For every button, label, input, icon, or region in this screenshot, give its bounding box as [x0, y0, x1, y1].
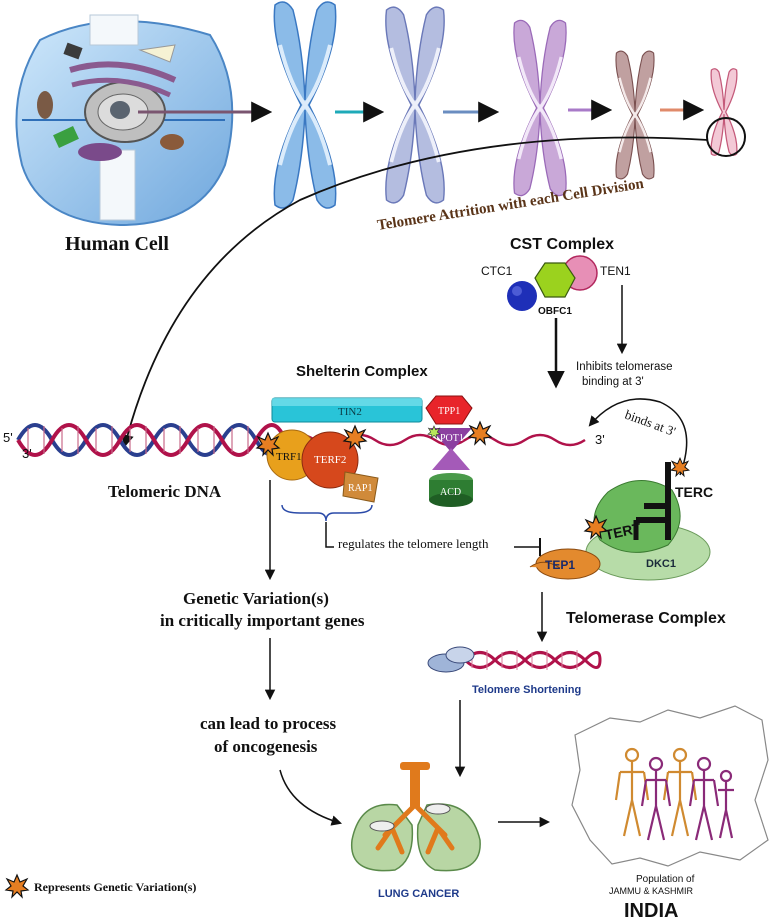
tep1-label: TEP1 — [545, 558, 575, 572]
five-prime-left: 5' — [3, 430, 13, 445]
telomerase-complex-title: Telomerase Complex — [566, 610, 726, 627]
telomeric-dna-helix — [16, 423, 586, 457]
chromosome-5 — [710, 68, 738, 156]
arrow-zoom-to-dna — [121, 136, 709, 448]
variation-star — [583, 514, 609, 540]
variation-star — [342, 424, 368, 450]
shelterin-title: Shelterin Complex — [296, 363, 428, 380]
pot1-label: POT1 — [440, 433, 464, 444]
dkc1-label: DKC1 — [646, 558, 676, 570]
three-prime-right: 3' — [595, 432, 605, 447]
pot1-lower — [432, 448, 470, 470]
tpp1-label: TPP1 — [438, 406, 460, 417]
three-prime-left: 3' — [22, 446, 32, 461]
chromosome-series — [273, 1, 746, 209]
terc-rna — [636, 462, 671, 540]
ctc1-protein — [507, 281, 537, 311]
chromosome-1 — [273, 1, 337, 209]
chromosome-2 — [385, 6, 445, 204]
population-line2: JAMMU & KASHMIR — [609, 886, 694, 896]
inhibits-line2: binding at 3' — [582, 376, 644, 388]
telomeric-dna-label: Telomeric DNA — [108, 482, 222, 501]
rap1-protein — [342, 471, 379, 503]
tpp1-protein — [425, 395, 473, 425]
lung-illustration — [350, 762, 481, 872]
human-cell-label: Human Cell — [65, 233, 169, 255]
oncogenesis-line1: can lead to process — [200, 714, 337, 733]
acd-label: ACD — [440, 487, 461, 498]
tert-label: TERT — [603, 520, 643, 543]
binds-at-3-label: binds at 3' — [623, 407, 678, 439]
legend-star — [4, 873, 30, 899]
tin2-label: TIN2 — [338, 406, 362, 418]
tin2-protein — [271, 397, 423, 423]
genetic-variation-line1: Genetic Variation(s) — [183, 589, 329, 608]
arrow-binds-at-3 — [588, 398, 688, 476]
inhibits-line1: Inhibits telomerase — [576, 361, 673, 373]
ctc1-label: CTC1 — [481, 264, 513, 278]
attrition-label: Telomere Attrition with each Cell Divisi… — [376, 176, 645, 234]
arrow-oncogenesis-to-lung — [279, 769, 343, 826]
acd-protein — [429, 473, 473, 507]
cst-complex — [507, 255, 598, 311]
lung-cancer-label: LUNG CANCER — [378, 888, 459, 900]
obfc1-protein — [534, 262, 576, 298]
oncogenesis-line2: of oncogenesis — [214, 737, 318, 756]
genetic-variation-line2: in critically important genes — [160, 611, 365, 630]
telomere-zoom-circle — [706, 117, 746, 157]
pot1-protein — [430, 428, 472, 452]
rap1-label: RAP1 — [348, 483, 372, 494]
human-cell-illustration — [15, 14, 234, 227]
variation-star-small — [427, 425, 441, 440]
cst-complex-title: CST Complex — [510, 236, 614, 253]
variation-star — [255, 431, 281, 457]
chromosome-3 — [513, 19, 567, 197]
ten1-label: TEN1 — [600, 264, 631, 278]
population-line1: Population of — [636, 874, 695, 885]
terc-label: TERC — [675, 484, 713, 500]
india-label: INDIA — [624, 900, 678, 921]
terf2-protein — [301, 431, 359, 489]
trf1-label: TRF1 — [276, 451, 302, 463]
terf2-label: TERF2 — [314, 454, 346, 466]
variation-star — [670, 456, 690, 478]
variation-star — [467, 420, 493, 446]
telomerase-complex — [529, 462, 711, 581]
legend-label: Represents Genetic Variation(s) — [34, 880, 196, 894]
shelterin-bracket — [281, 504, 373, 522]
telomere-shortening-label: Telomere Shortening — [472, 684, 581, 696]
obfc1-label: OBFC1 — [538, 306, 572, 317]
chromosome-4 — [615, 50, 655, 180]
regulates-label: regulates the telomere length — [338, 536, 489, 551]
telomere-shortening-illustration — [427, 646, 602, 673]
jammu-kashmir-map — [571, 705, 769, 867]
